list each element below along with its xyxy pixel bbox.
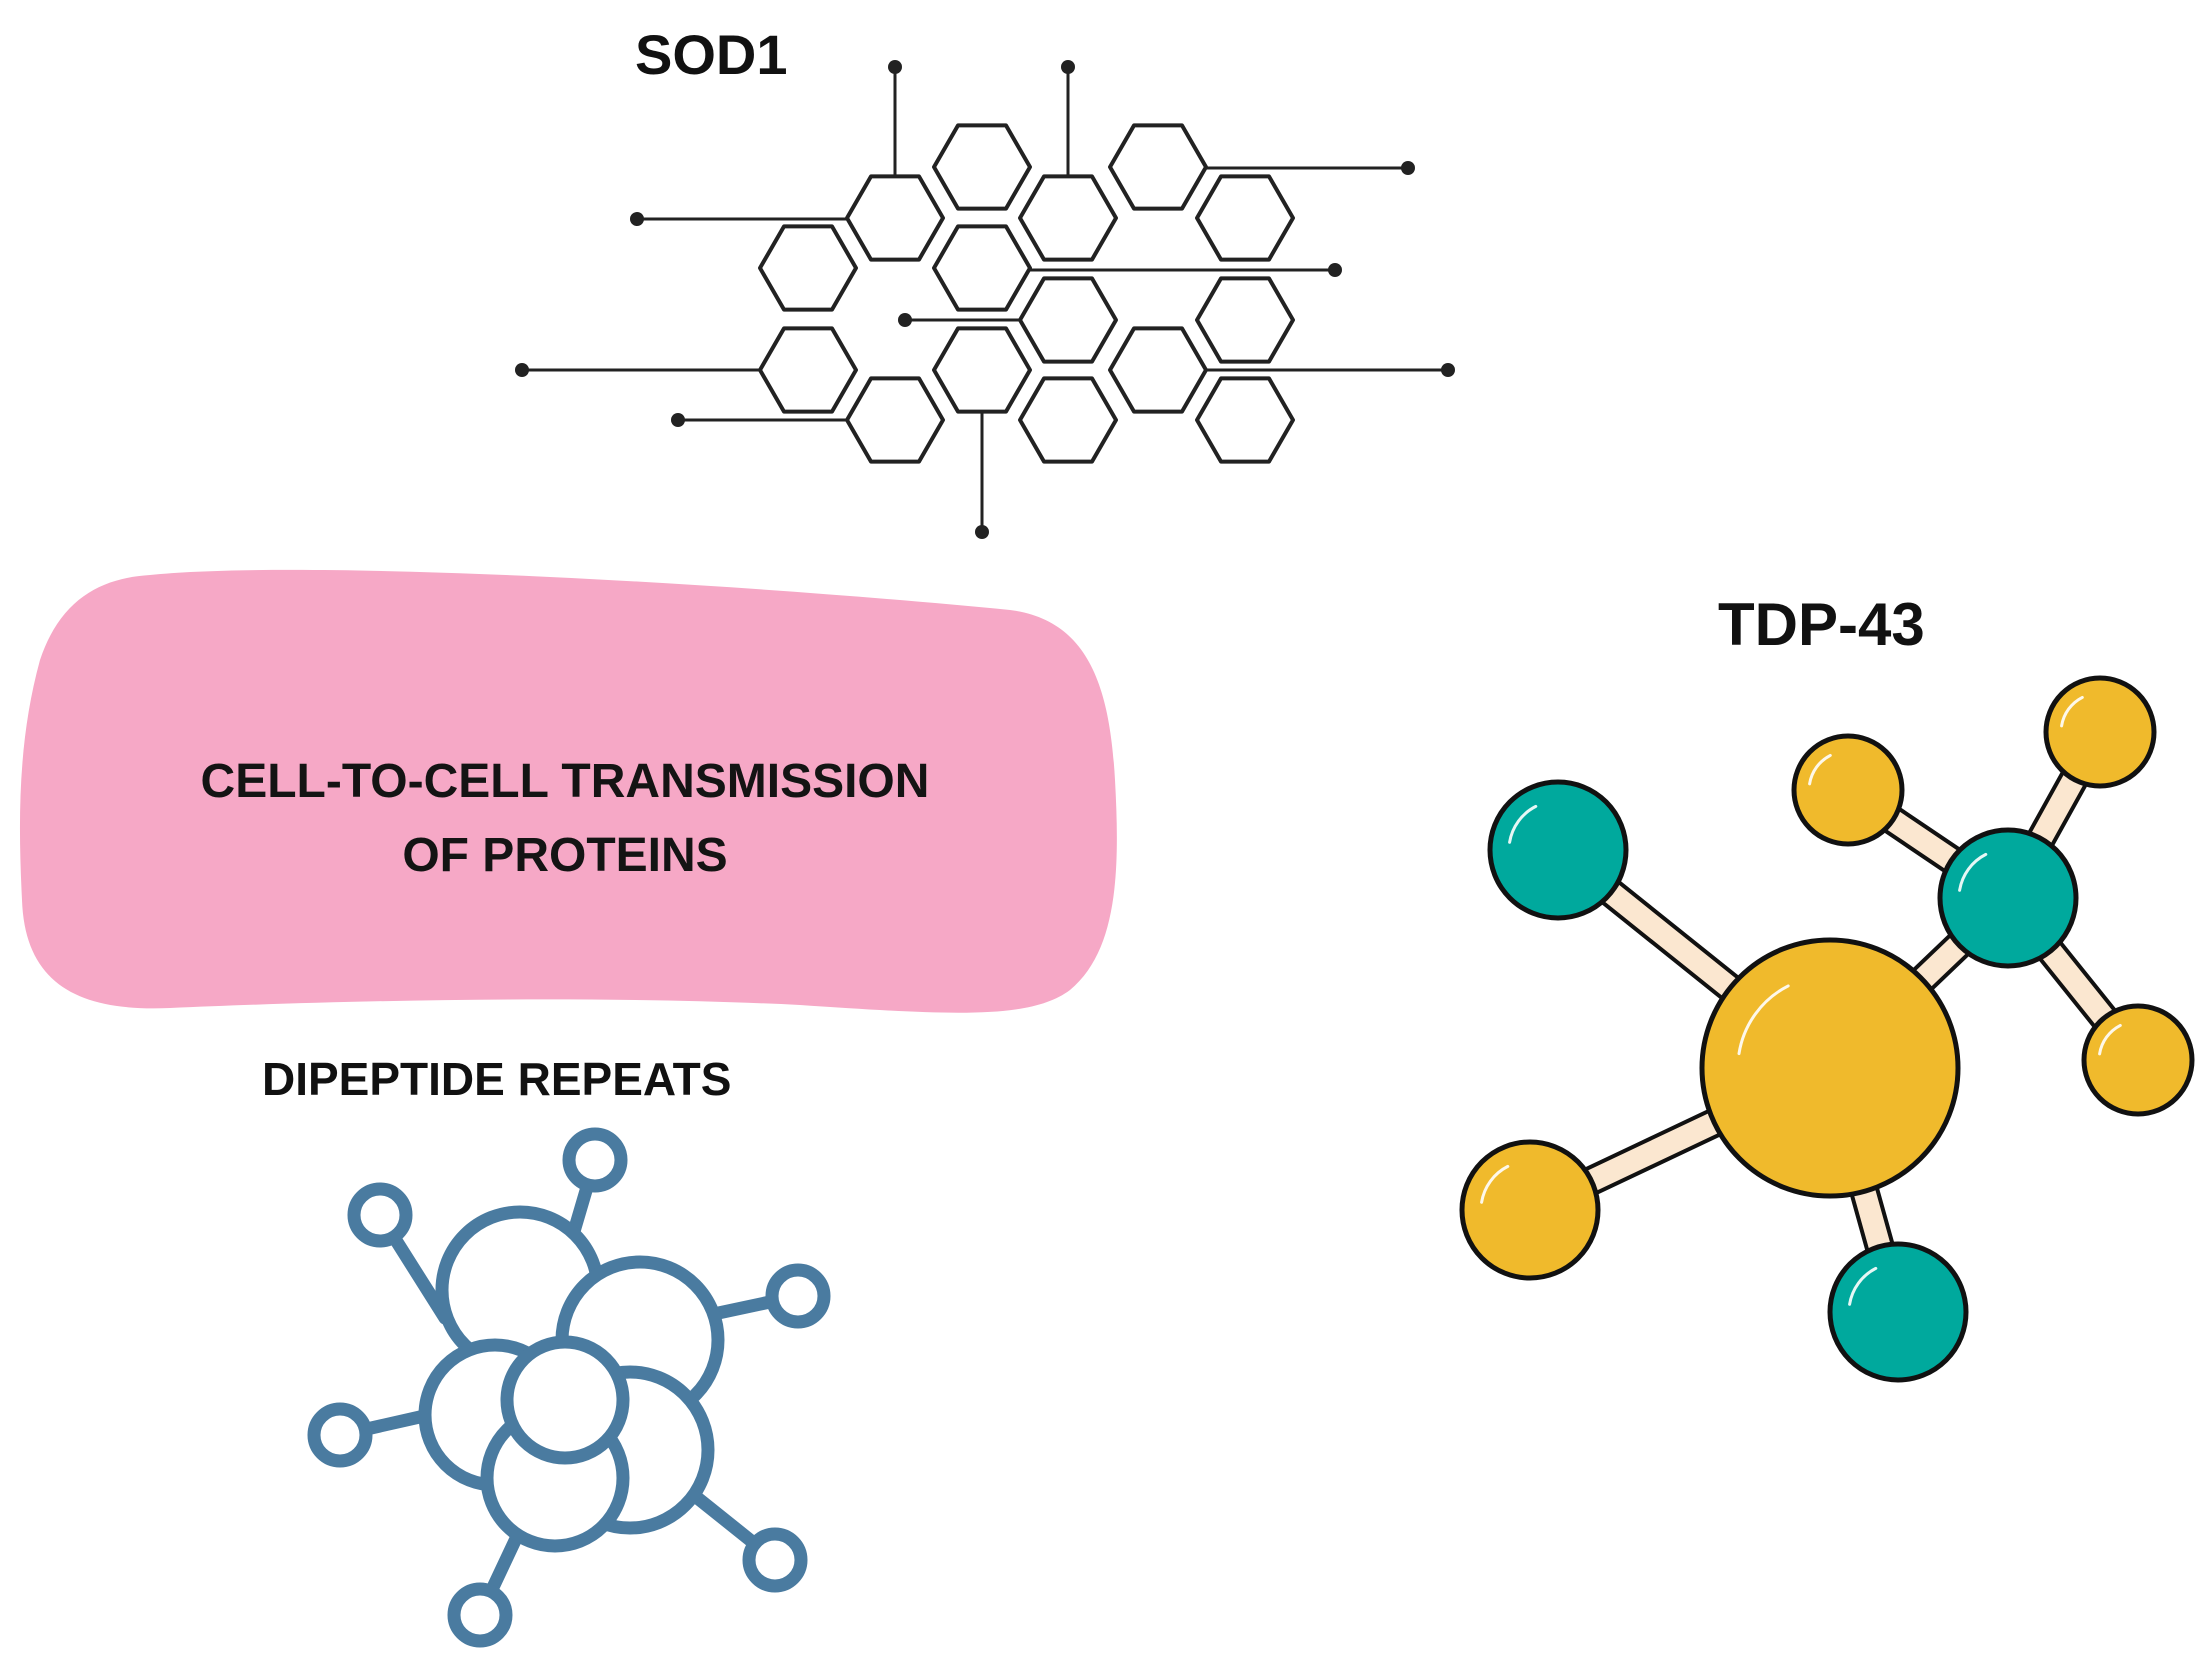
circuit-node: [671, 413, 685, 427]
transmission-text: CELL-TO-CELL TRANSMISSION OF PROTEINS: [40, 745, 1090, 893]
circuit-node: [515, 363, 529, 377]
hexagon: [845, 174, 945, 262]
hexagon: [845, 376, 945, 464]
circuit-node: [975, 525, 989, 539]
hexagon: [1018, 376, 1118, 464]
ball-highlight: [2060, 695, 2084, 728]
hexagon: [1195, 174, 1295, 262]
circuit-node: [898, 313, 912, 327]
cluster-sphere: [500, 1335, 630, 1465]
circuit-node: [630, 212, 644, 226]
hexagon: [932, 123, 1032, 211]
ball-highlight: [1480, 1164, 1510, 1204]
transmission-line-1: CELL-TO-CELL TRANSMISSION: [200, 755, 930, 808]
hexagon: [1108, 326, 1208, 414]
circuit-node: [1441, 363, 1455, 377]
ball-highlight: [1508, 804, 1538, 844]
hexagon: [1195, 376, 1295, 464]
atom-ball-center: [1699, 937, 1961, 1199]
tdp43-label: TDP-43: [1718, 591, 1925, 658]
circuit-node: [1401, 161, 1415, 175]
hexagon: [932, 224, 1032, 312]
cluster-node: [742, 1527, 808, 1593]
cluster-node: [347, 1182, 413, 1248]
hexagon: [932, 326, 1032, 414]
hexagon: [758, 326, 858, 414]
hexagon: [1018, 174, 1118, 262]
ball-highlight: [2098, 1023, 2122, 1056]
hexagon: [758, 224, 858, 312]
cluster-node: [765, 1263, 831, 1329]
cluster-node: [447, 1582, 513, 1648]
ball-highlight: [1848, 1266, 1878, 1306]
hexagon: [1018, 276, 1118, 364]
sod1-label: SOD1: [635, 23, 788, 86]
dipeptide-label: DIPEPTIDE REPEATS: [262, 1053, 732, 1105]
pink-blob-shape: [19, 569, 1117, 1013]
hexagon: [1108, 123, 1208, 211]
ball-highlight: [1808, 753, 1832, 786]
transmission-line-2: OF PROTEINS: [402, 829, 728, 882]
ball-highlight: [1737, 984, 1790, 1056]
cluster-node: [562, 1127, 628, 1193]
circuit-node: [888, 60, 902, 74]
hexagon: [1195, 276, 1295, 364]
ball-highlight: [1958, 852, 1988, 892]
circuit-node: [1061, 60, 1075, 74]
cluster-node: [307, 1402, 373, 1468]
circuit-node: [1328, 263, 1342, 277]
